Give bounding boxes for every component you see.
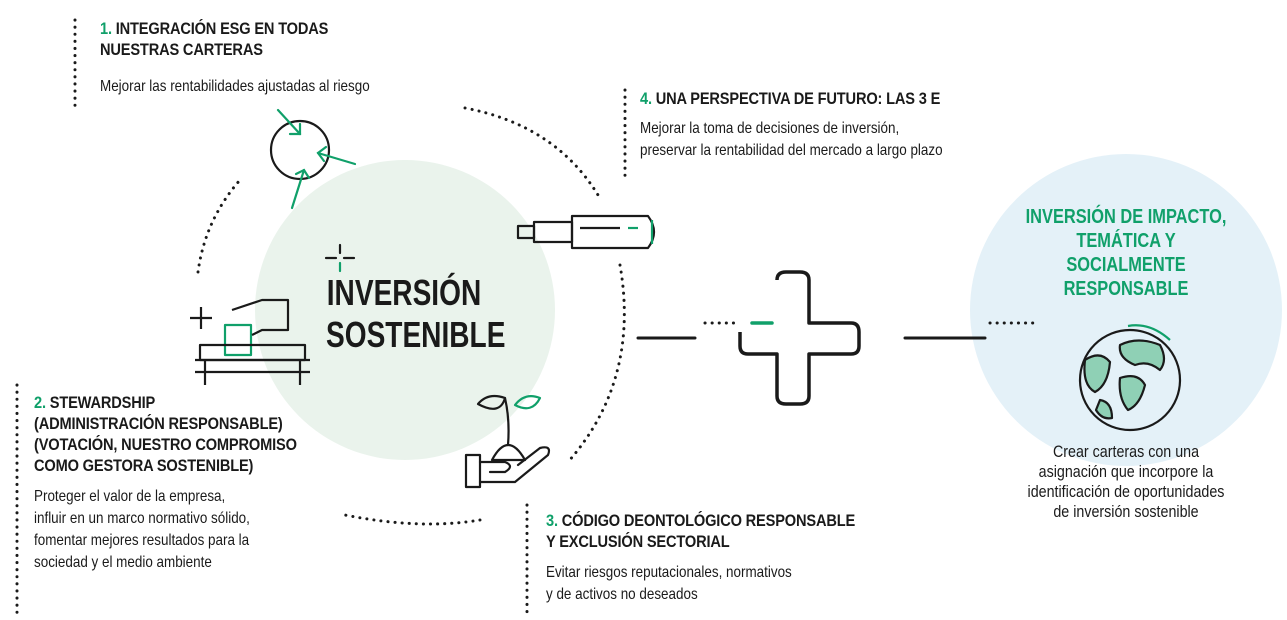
pillar-1-title-line1: INTEGRACIÓN ESG EN TODAS <box>115 19 329 38</box>
pillar-4-number: 4. <box>640 89 652 108</box>
pillar-3-desc-line: y de activos no deseados <box>546 586 698 603</box>
pillar-1-description: Mejorar las rentabilidades ajustadas al … <box>100 76 370 98</box>
arrows-converging-icon <box>269 108 357 210</box>
impact-circle <box>970 154 1282 466</box>
pillar-1: 1. INTEGRACIÓN ESG EN TODAS NUESTRAS CAR… <box>100 18 421 98</box>
pillar-2-title-line1: STEWARDSHIP <box>49 393 156 412</box>
center-circle <box>255 160 555 460</box>
sparkle-icon <box>324 243 356 273</box>
pillar-1-number: 1. <box>100 19 112 38</box>
globe-icon <box>1078 324 1182 432</box>
pillar-1-title: 1. INTEGRACIÓN ESG EN TODAS NUESTRAS CAR… <box>100 18 376 60</box>
pillar-2-desc-line: influir en un marco normativo sólido, <box>34 510 250 527</box>
pillar-2: 2. STEWARDSHIP (ADMINISTRACIÓN RESPONSAB… <box>34 392 340 574</box>
impact-title-line: TEMÁTICA Y SOCIALMENTE <box>1066 230 1186 276</box>
pillar-2-desc-line: fomentar mejores resultados para la <box>34 532 250 549</box>
center-title-line2: SOSTENIBLE <box>326 314 506 355</box>
impact-desc-line: de inversión sostenible <box>1053 502 1199 521</box>
sprout-hand-icon <box>464 394 551 489</box>
pillar-2-desc-line: sociedad y el medio ambiente <box>34 554 212 571</box>
dotted-ring <box>15 18 1037 620</box>
pillar-2-title-line2: (ADMINISTRACIÓN RESPONSABLE) <box>34 414 283 433</box>
pillar-1-title-line2: NUESTRAS CARTERAS <box>100 40 263 59</box>
impact-desc-line: Crear carteras con una <box>1052 442 1200 461</box>
pillar-4-desc-line: preservar la rentabilidad del mercado a … <box>640 142 943 159</box>
pillar-2-number: 2. <box>34 393 46 412</box>
pillar-3-title-line1: CÓDIGO DEONTOLÓGICO RESPONSABLE <box>561 511 856 530</box>
pillar-4-description: Mejorar la toma de decisiones de inversi… <box>640 118 943 162</box>
pillar-2-desc-line: Proteger el valor de la empresa, <box>34 488 226 505</box>
impact-desc-line: identificación de oportunidades <box>1027 482 1225 501</box>
impact-title: INVERSIÓN DE IMPACTO, TEMÁTICA Y SOCIALM… <box>1019 205 1232 301</box>
pillar-1-desc-line: Mejorar las rentabilidades ajustadas al … <box>100 78 370 95</box>
pillar-4-title: 4. UNA PERSPECTIVA DE FUTURO: LAS 3 E <box>640 88 950 109</box>
telescope-icon <box>516 214 656 250</box>
pillar-3-number: 3. <box>546 511 558 530</box>
pillar-4-title-line1: UNA PERSPECTIVA DE FUTURO: LAS 3 E <box>655 89 941 108</box>
pillar-4: 4. UNA PERSPECTIVA DE FUTURO: LAS 3 E Me… <box>640 88 1000 162</box>
ballot-box-icon <box>190 298 310 385</box>
pillar-3-title-line2: Y EXCLUSIÓN SECTORIAL <box>546 532 730 551</box>
center-title-line1: INVERSIÓN <box>326 272 482 313</box>
impact-title-line: RESPONSABLE <box>1063 278 1189 300</box>
plus-icon <box>738 270 861 406</box>
pillar-2-title-line3: (VOTACIÓN, NUESTRO COMPROMISO <box>34 435 297 454</box>
pillar-4-desc-line: Mejorar la toma de decisiones de inversi… <box>640 120 900 137</box>
pillar-3-title: 3. CÓDIGO DEONTOLÓGICO RESPONSABLE Y EXC… <box>546 510 855 552</box>
center-title: INVERSIÓN SOSTENIBLE <box>326 272 506 356</box>
impact-title-line: INVERSIÓN DE IMPACTO, <box>1025 206 1227 228</box>
pillar-2-description: Proteger el valor de la empresa, influir… <box>34 486 291 574</box>
pillar-3: 3. CÓDIGO DEONTOLÓGICO RESPONSABLE Y EXC… <box>546 510 905 606</box>
pillar-3-description: Evitar riesgos reputacionales, normativo… <box>546 562 848 606</box>
pillar-3-desc-line: Evitar riesgos reputacionales, normativo… <box>546 564 792 581</box>
pillar-2-title-line4: COMO GESTORA SOSTENIBLE) <box>34 456 254 475</box>
impact-desc-line: asignación que incorpore la <box>1038 462 1214 481</box>
pillar-2-title: 2. STEWARDSHIP (ADMINISTRACIÓN RESPONSAB… <box>34 392 297 476</box>
impact-description: Crear carteras con una asignación que in… <box>1017 442 1235 522</box>
